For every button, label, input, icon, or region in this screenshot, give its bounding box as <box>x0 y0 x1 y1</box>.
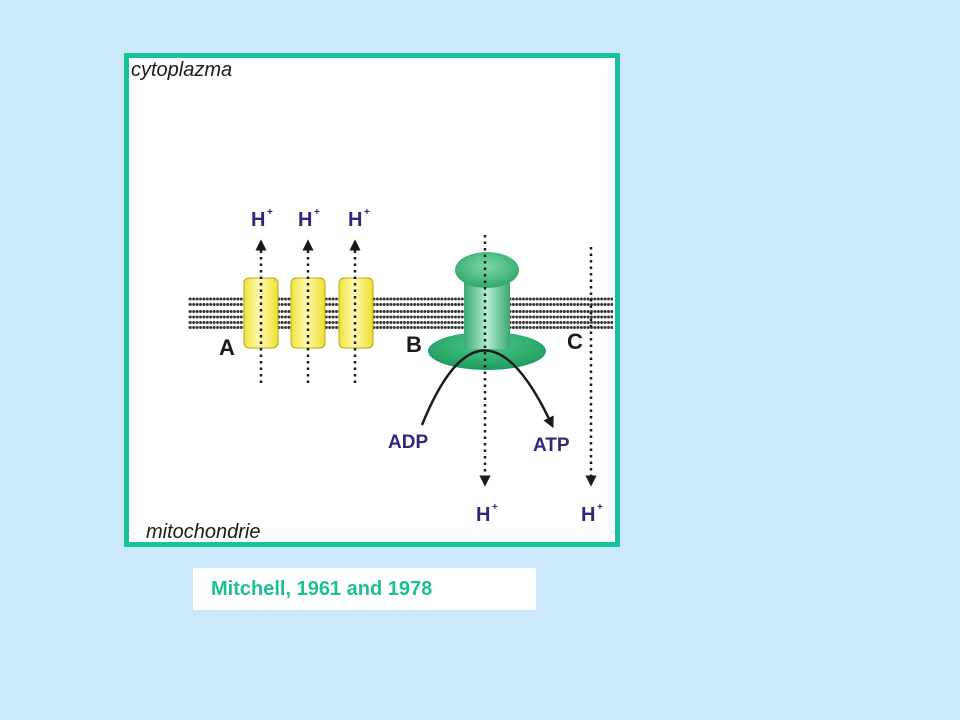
citation-box: Mitchell, 1961 and 1978 <box>193 568 536 610</box>
proton-label-top-3: H + <box>348 207 370 231</box>
svg-text:+: + <box>314 207 320 218</box>
mitochondria-label: mitochondrie <box>146 521 261 543</box>
diagram-frame: cytoplazma mitochondrie <box>124 53 620 547</box>
svg-text:+: + <box>492 502 498 513</box>
proton-label-top-2: H + <box>298 207 320 231</box>
svg-text:+: + <box>597 502 603 513</box>
atp-synthase-head <box>455 252 519 288</box>
proton-label-bottom-1: H + <box>476 502 498 526</box>
svg-text:H: H <box>298 209 312 231</box>
proton-pumps-a <box>243 277 374 349</box>
label-b: B <box>406 332 422 357</box>
label-a: A <box>219 335 235 360</box>
svg-text:+: + <box>364 207 370 218</box>
atp-label: ATP <box>533 435 570 456</box>
proton-label-bottom-2: H + <box>581 502 603 526</box>
svg-text:H: H <box>251 209 265 231</box>
proton-label-top-1: H + <box>251 207 273 231</box>
membrane-diagram: cytoplazma mitochondrie <box>124 53 620 547</box>
svg-text:H: H <box>581 504 595 526</box>
citation-text: Mitchell, 1961 and 1978 <box>211 578 433 600</box>
svg-text:H: H <box>476 504 490 526</box>
adp-to-atp-arrow <box>420 349 554 429</box>
cytoplasm-label: cytoplazma <box>131 59 232 81</box>
svg-text:+: + <box>267 207 273 218</box>
label-c: C <box>567 329 583 354</box>
svg-text:H: H <box>348 209 362 231</box>
adp-label: ADP <box>388 432 428 453</box>
